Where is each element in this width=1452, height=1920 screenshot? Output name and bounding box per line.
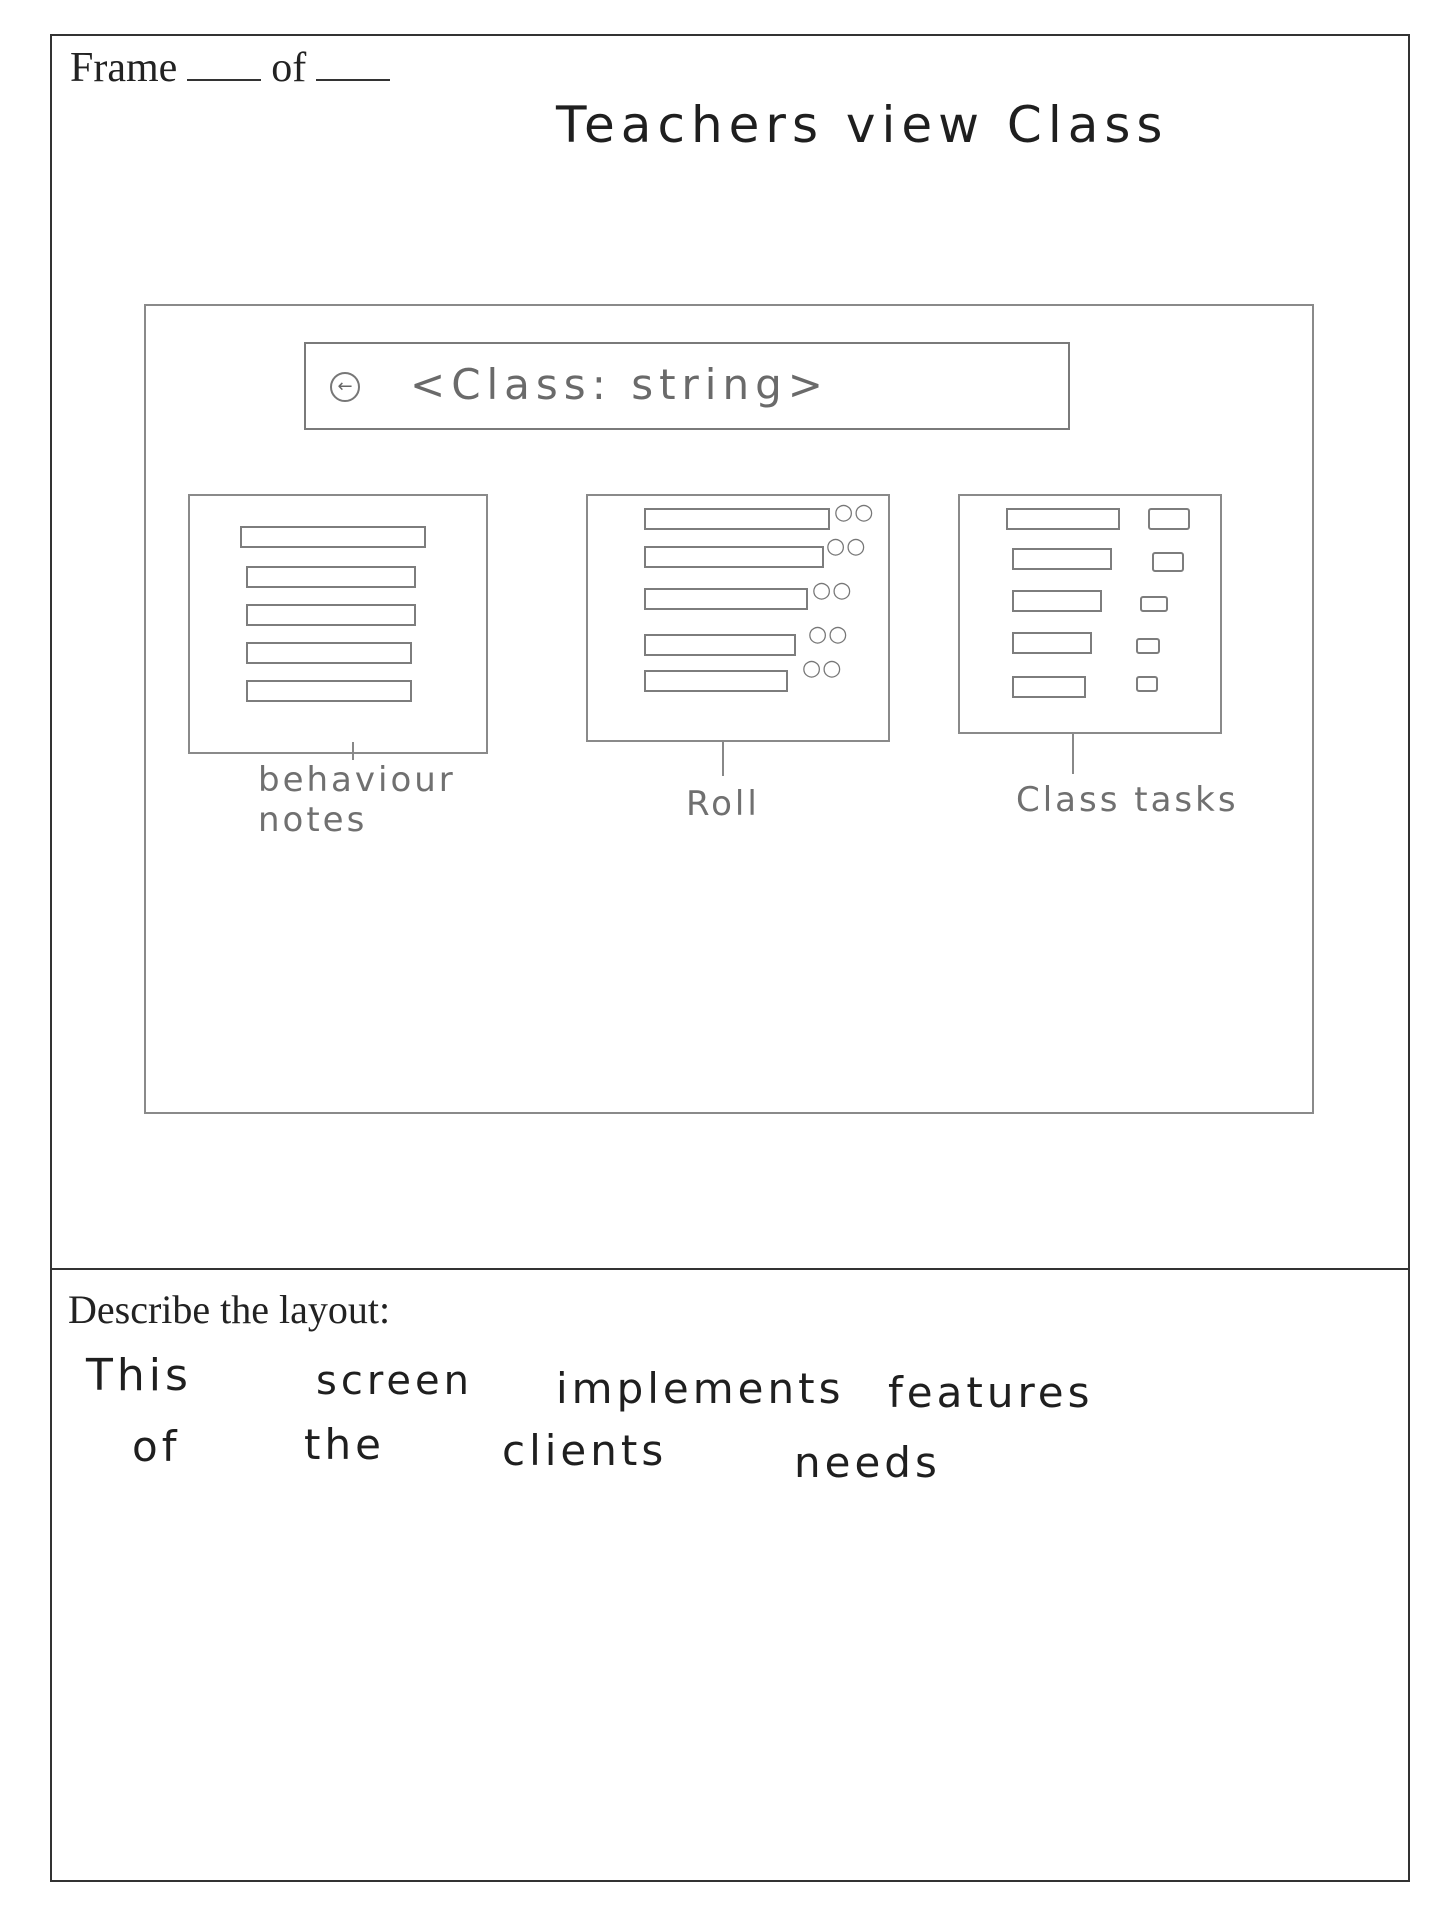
attendance-toggle[interactable]: ○○ — [808, 622, 849, 647]
task-checkbox[interactable] — [1136, 638, 1160, 654]
class-tasks-label: Class tasks — [1016, 780, 1239, 820]
attendance-toggle[interactable]: ○○ — [802, 656, 843, 681]
class-tasks-card[interactable] — [958, 494, 1222, 734]
task-bar — [1012, 676, 1086, 698]
attendance-toggle[interactable]: ○○ — [812, 578, 853, 603]
note-bar — [246, 642, 412, 664]
note-bar — [246, 604, 416, 626]
roll-label: Roll — [686, 784, 760, 824]
roll-card[interactable] — [586, 494, 890, 742]
screen-mockup — [144, 304, 1314, 1114]
roll-student-bar — [644, 634, 796, 656]
roll-student-bar — [644, 546, 824, 568]
roll-student-bar — [644, 588, 808, 610]
task-checkbox[interactable] — [1148, 508, 1190, 530]
class-header-bar — [304, 342, 1070, 430]
class-title: <Class: string> — [410, 360, 829, 409]
task-bar — [1006, 508, 1120, 530]
frame-total-blank — [316, 47, 391, 81]
description-word: clients — [502, 1426, 668, 1475]
description-word: features — [888, 1368, 1094, 1417]
attendance-toggle[interactable]: ○○ — [834, 500, 875, 525]
task-bar — [1012, 548, 1112, 570]
frame-number-blank — [187, 47, 262, 81]
roll-student-bar — [644, 670, 788, 692]
frame-label: Frame — [70, 45, 178, 91]
back-arrow-icon[interactable]: ← — [330, 372, 360, 402]
behaviour-notes-label: behaviour notes — [258, 760, 456, 840]
task-checkbox[interactable] — [1136, 676, 1158, 692]
note-bar — [240, 526, 426, 548]
of-label: of — [271, 45, 307, 91]
task-bar — [1012, 632, 1092, 654]
label-connector — [722, 742, 724, 776]
note-bar — [246, 566, 416, 588]
describe-layout-label: Describe the layout: — [68, 1287, 391, 1332]
note-bar — [246, 680, 412, 702]
task-checkbox[interactable] — [1140, 596, 1168, 612]
frame-counter: Frame of — [70, 44, 400, 92]
task-bar — [1012, 590, 1102, 612]
behaviour-notes-card[interactable] — [188, 494, 488, 754]
task-checkbox[interactable] — [1152, 552, 1184, 572]
description-word: implements — [556, 1364, 845, 1413]
sketch-title: Teachers view Class — [556, 96, 1169, 154]
attendance-toggle[interactable]: ○○ — [826, 534, 867, 559]
roll-student-bar — [644, 508, 830, 530]
label-connector — [352, 742, 354, 760]
description-word: the — [304, 1420, 385, 1469]
description-word: needs — [794, 1438, 941, 1487]
storyboard-sheet — [50, 34, 1410, 1882]
description-word: This — [86, 1350, 192, 1401]
section-divider — [50, 1268, 1410, 1270]
description-word: screen — [316, 1358, 473, 1404]
description-word: of — [132, 1422, 181, 1471]
label-connector — [1072, 734, 1074, 774]
